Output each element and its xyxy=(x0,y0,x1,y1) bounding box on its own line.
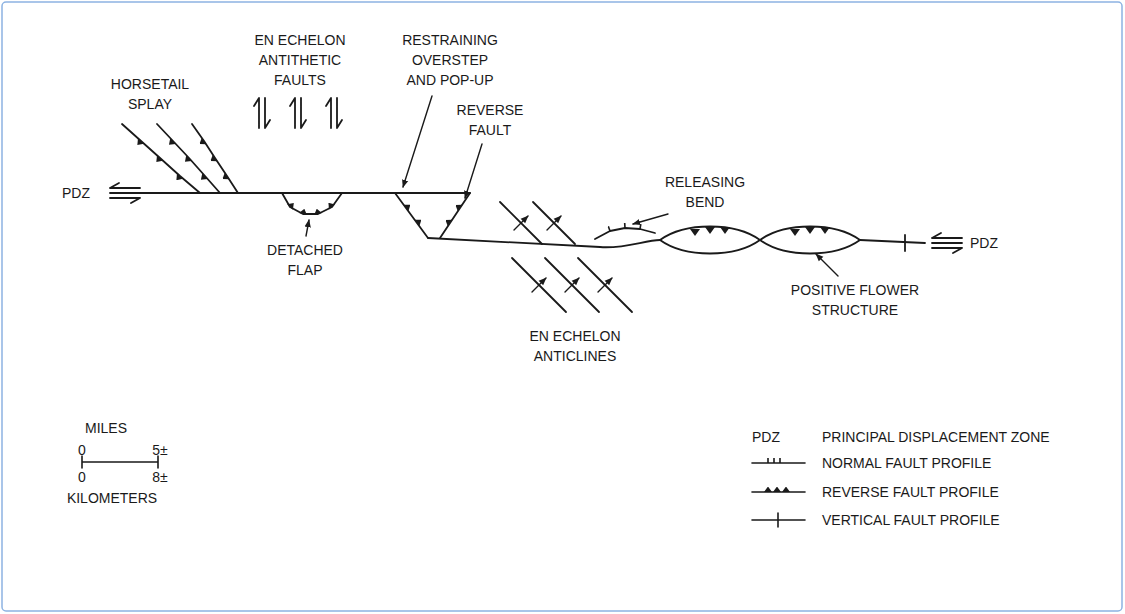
structure-label: POSITIVE FLOWER STRUCTURE xyxy=(786,280,924,320)
leader-arrows xyxy=(306,96,838,276)
pdz-sense-arrows xyxy=(110,183,140,203)
structure-label: RELEASING BEND xyxy=(660,172,750,212)
scale-number: 5± xyxy=(152,440,167,460)
zone-abbreviation: PDZ xyxy=(970,233,998,253)
legend-samples xyxy=(752,463,805,527)
en-echelon-anticlines xyxy=(500,202,632,312)
legend-text: VERTICAL FAULT PROFILE xyxy=(822,510,1000,530)
structure-label: EN ECHELON ANTICLINES xyxy=(526,326,624,366)
flower-structure xyxy=(660,227,860,254)
scale-bar xyxy=(82,456,158,468)
fault-trace xyxy=(860,240,925,243)
structure-label: DETACHED FLAP xyxy=(261,240,349,280)
detached-flap xyxy=(282,193,342,214)
legend-abbreviation: PDZ xyxy=(752,427,780,447)
scale-number: 0 xyxy=(78,467,86,487)
scale-number: 0 xyxy=(78,440,86,460)
releasing-bend xyxy=(595,228,655,239)
scale-unit: MILES xyxy=(85,418,127,438)
legend-text: REVERSE FAULT PROFILE xyxy=(822,482,999,502)
legend-text: PRINCIPAL DISPLACEMENT ZONE xyxy=(822,427,1050,447)
structure-label: EN ECHELON ANTITHETIC FAULTS xyxy=(251,30,349,90)
scale-number: 8± xyxy=(152,467,167,487)
structure-label: HORSETAIL SPLAY xyxy=(104,74,196,114)
antithetic-faults xyxy=(254,98,342,128)
structure-label: REVERSE FAULT xyxy=(451,100,529,140)
reverse-teeth xyxy=(690,227,830,236)
fault-trace xyxy=(428,238,660,247)
fault-trace xyxy=(140,192,470,194)
scale-unit: KILOMETERS xyxy=(67,488,157,508)
zone-abbreviation: PDZ xyxy=(62,183,90,203)
legend-text: NORMAL FAULT PROFILE xyxy=(822,453,991,473)
pop-up xyxy=(395,193,470,238)
vertical-fault-tick xyxy=(904,235,906,251)
horsetail-splay xyxy=(122,124,238,193)
pdz-sense-arrows xyxy=(932,233,962,253)
structure-label: RESTRAINING OVERSTEP AND POP-UP xyxy=(398,30,502,90)
